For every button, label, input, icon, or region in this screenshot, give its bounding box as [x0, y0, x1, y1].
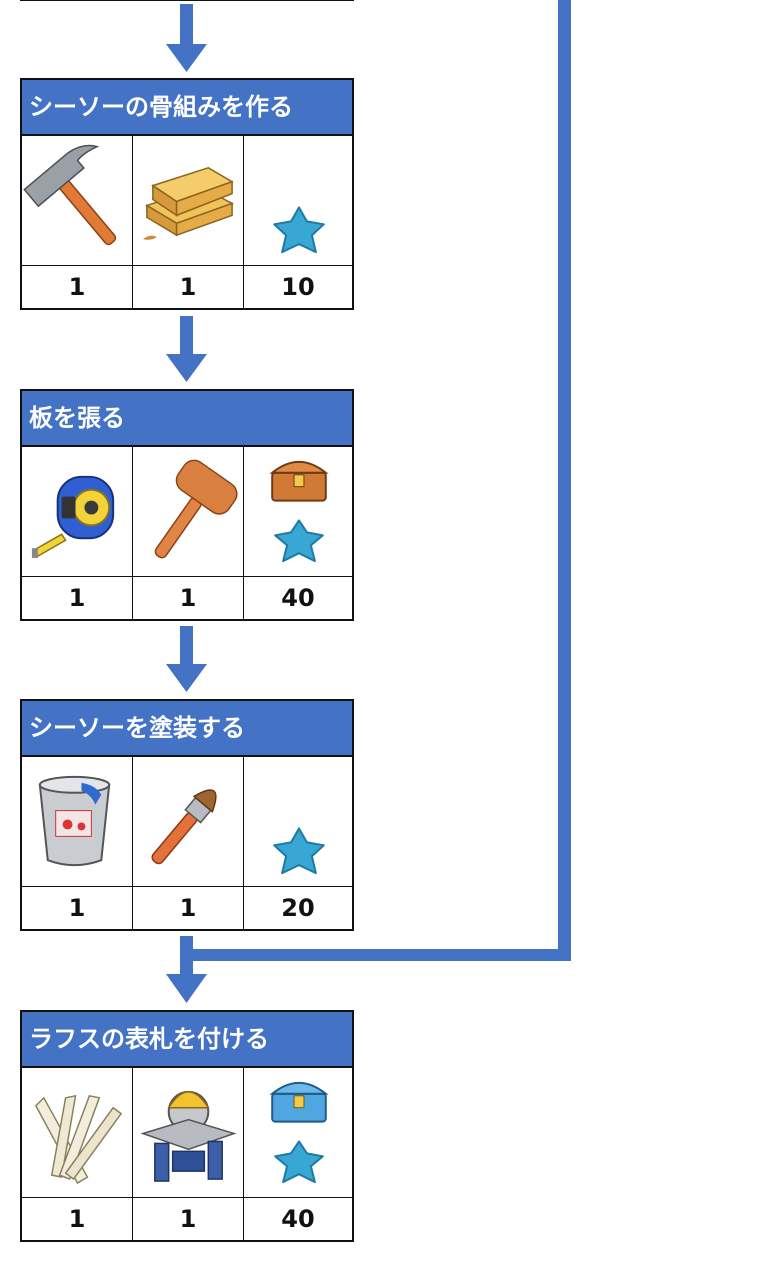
step-card: ラフスの表札を付ける: [20, 1010, 354, 1242]
item-count: 1: [133, 1198, 244, 1240]
item-slot: [244, 136, 352, 265]
item-count: 1: [22, 266, 133, 308]
paint-bucket-icon: [38, 775, 111, 867]
step-card: 板を張る: [20, 389, 354, 621]
item-slot: [133, 1068, 244, 1197]
item-slot: [244, 1068, 352, 1197]
item-count: 1: [133, 266, 244, 308]
step-card: シーソーの骨組みを作る: [20, 78, 354, 310]
paintbrush-icon: [151, 789, 217, 865]
down-arrow: [166, 626, 207, 692]
chest-and-star-icon: [269, 460, 329, 563]
item-count: 1: [22, 1198, 133, 1240]
blue-chest-and-star-icon: [269, 1081, 329, 1184]
wood-planks-icon: [34, 1094, 123, 1185]
step-title: 板を張る: [22, 391, 352, 447]
item-count: 1: [133, 887, 244, 929]
hammer-icon: [23, 144, 117, 246]
item-slot: [22, 447, 133, 576]
blue-star-icon: [273, 206, 325, 254]
step-title: シーソーを塗装する: [22, 701, 352, 757]
item-slot: [22, 136, 133, 265]
item-slot: [244, 447, 352, 576]
item-slot: [133, 757, 244, 886]
down-arrow: [166, 936, 207, 1003]
previous-step-card-edge: [20, 0, 354, 1]
item-slot: [133, 136, 244, 265]
item-count: 10: [281, 273, 315, 301]
item-slot: [22, 1068, 133, 1197]
step-title: ラフスの表札を付ける: [22, 1012, 352, 1068]
item-slot: [133, 447, 244, 576]
mallet-icon: [154, 459, 238, 559]
step-title: シーソーの骨組みを作る: [22, 80, 352, 136]
item-count: 1: [22, 577, 133, 619]
side-connector-line: [193, 0, 571, 961]
item-slot: [22, 757, 133, 886]
item-count: 1: [133, 577, 244, 619]
down-arrow: [166, 4, 207, 72]
item-count: 40: [281, 1205, 315, 1233]
step-card: シーソーを塗装する: [20, 699, 354, 931]
tape-measure-icon: [31, 475, 115, 559]
down-arrow: [166, 316, 207, 382]
item-count: 1: [22, 887, 133, 929]
item-count: 40: [281, 584, 315, 612]
item-count: 20: [281, 894, 315, 922]
blue-star-icon: [273, 827, 325, 875]
table-saw-icon: [140, 1090, 237, 1182]
item-slot: [244, 757, 352, 886]
lumber-icon: [142, 166, 234, 240]
